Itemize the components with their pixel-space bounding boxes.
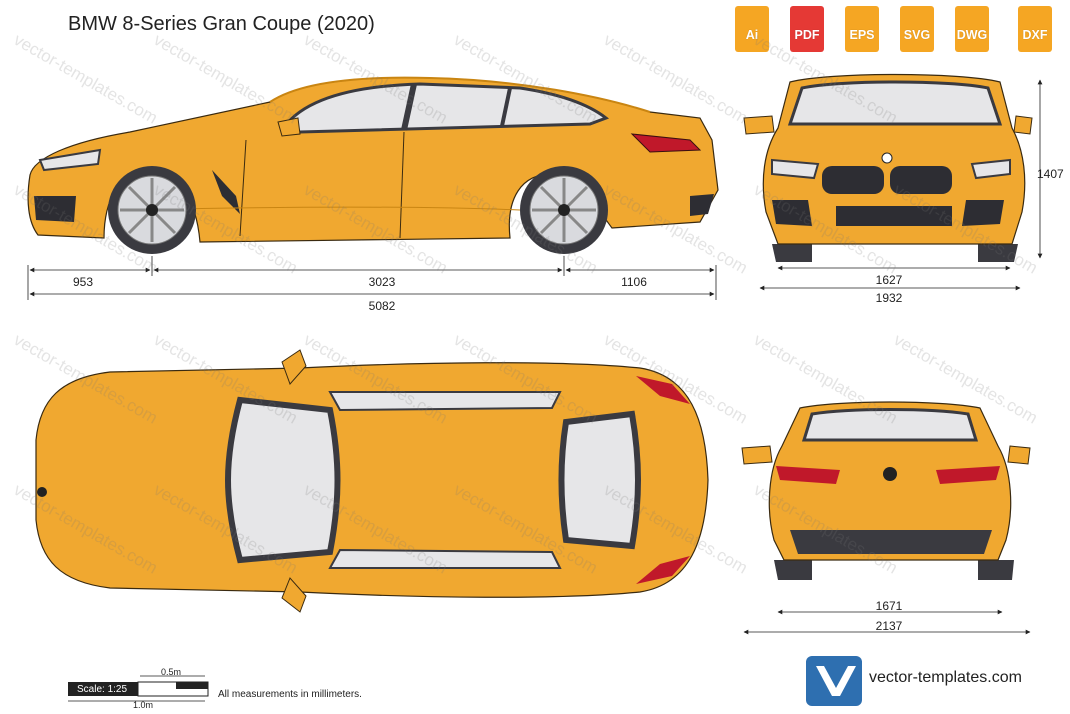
side-headlight: [38, 148, 102, 172]
side-view: [27, 76, 719, 254]
side-windows: [282, 82, 610, 134]
top-windshield: [225, 396, 341, 564]
file-icon: [900, 6, 934, 52]
top-body: [35, 362, 709, 598]
rear-mirror-right: [1007, 445, 1031, 465]
format-label: PDF: [794, 28, 820, 42]
format-icon-ai[interactable]: Ai: [731, 6, 773, 58]
format-icon-svg[interactable]: SVG: [896, 6, 938, 58]
format-label: DXF: [1022, 28, 1048, 42]
front-mirror-right: [1013, 115, 1033, 135]
side-roofline: [269, 76, 651, 113]
page-title: BMW 8-Series Gran Coupe (2020): [68, 13, 375, 35]
front-dimension-lines: [759, 79, 1043, 291]
dim-rear-track: 1671: [876, 599, 903, 613]
rear-dimension-lines: [743, 609, 1031, 635]
front-grille-left: [822, 166, 884, 194]
file-icon: [845, 6, 879, 52]
rear-mirror-left: [741, 445, 773, 465]
scale-half-label: 0.5m: [161, 667, 182, 677]
top-rear-window: [558, 410, 641, 550]
format-icon-eps[interactable]: EPS: [841, 6, 883, 58]
format-icon-dwg[interactable]: DWG: [951, 6, 993, 58]
brand-logo: [806, 656, 862, 706]
file-icon: [1018, 6, 1052, 52]
format-label: DWG: [956, 28, 988, 42]
format-label: SVG: [903, 28, 931, 42]
top-view: [35, 349, 709, 613]
side-taillight: [630, 133, 702, 153]
rear-window: [801, 408, 979, 442]
rear-view: [741, 401, 1031, 580]
top-taillight-upper: [636, 376, 690, 404]
dim-width: 1932: [876, 291, 903, 305]
front-windshield: [787, 80, 1003, 126]
top-mirror-upper: [281, 349, 307, 385]
file-icon: [955, 6, 989, 52]
front-mirror-left: [743, 115, 775, 135]
format-icon-dxf[interactable]: DXF: [1014, 6, 1056, 58]
front-view: [743, 73, 1033, 262]
side-mirror: [277, 117, 301, 137]
dim-length: 5082: [369, 299, 396, 313]
dim-front-overhang: 953: [73, 275, 93, 289]
format-icon-pdf[interactable]: PDF: [786, 6, 828, 58]
scale-label: Scale: 1:25: [77, 684, 128, 695]
rear-taillight-right: [936, 466, 1000, 484]
top-mirror-lower: [281, 577, 307, 613]
dim-wheelbase: 3023: [369, 275, 396, 289]
side-rear-wheel: [520, 166, 608, 254]
dim-height: 1407: [1037, 167, 1064, 181]
format-label: Ai: [745, 28, 759, 42]
scale-bar: [68, 675, 209, 702]
brand-link[interactable]: vector-templates.com: [869, 669, 1022, 686]
side-front-wheel: [108, 166, 196, 254]
file-icon: [735, 6, 769, 52]
file-icon: [790, 6, 824, 52]
dim-rear-overhang: 1106: [621, 275, 647, 289]
rear-taillight-left: [776, 466, 840, 484]
dim-width-mirrors: 2137: [876, 619, 903, 633]
format-label: EPS: [849, 28, 875, 42]
top-taillight-lower: [636, 556, 690, 584]
front-grille-right: [890, 166, 952, 194]
side-dimension-lines: [27, 256, 717, 300]
scale-full-label: 1.0m: [133, 700, 154, 710]
dim-front-track: 1627: [876, 273, 903, 287]
measurement-note: All measurements in millimeters.: [218, 689, 362, 700]
